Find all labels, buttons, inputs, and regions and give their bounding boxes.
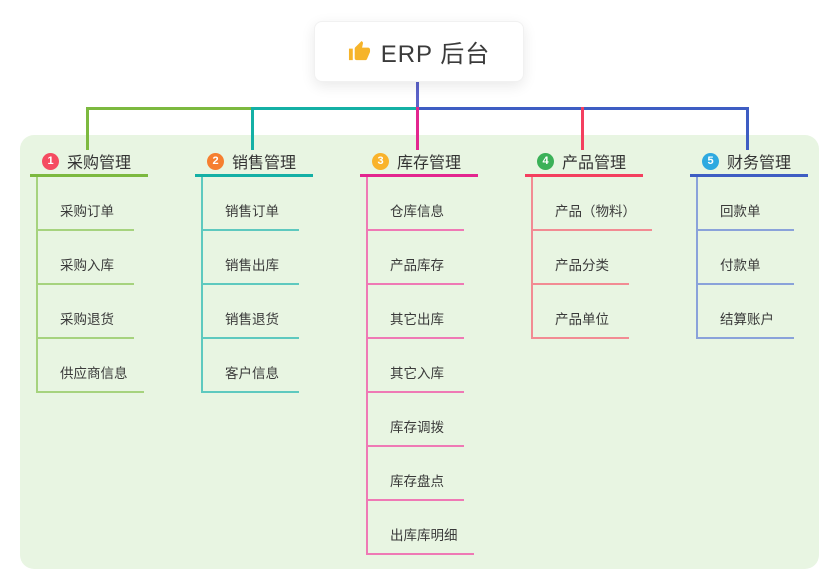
- branch-header: 2 销售管理: [195, 148, 313, 177]
- branch-item: 结算账户: [698, 285, 794, 339]
- branch-item-label: 其它出库: [390, 312, 444, 327]
- branch-item: 产品库存: [368, 231, 464, 285]
- branch-item: 采购退货: [38, 285, 134, 339]
- branch-item: 客户信息: [203, 339, 299, 393]
- branch-label: 产品管理: [562, 155, 627, 172]
- branch-item-label: 结算账户: [720, 312, 774, 327]
- branch-number-badge: 1: [42, 152, 59, 170]
- branch-label: 销售管理: [232, 155, 297, 172]
- root-node: ERP 后台: [314, 21, 524, 82]
- branch-items: 仓库信息产品库存其它出库其它入库库存调拨库存盘点出库库明细: [366, 177, 474, 555]
- mindmap-panel: [20, 135, 819, 569]
- branch-item: 回款单: [698, 177, 794, 231]
- branch-item: 采购订单: [38, 177, 134, 231]
- branch-item: 销售订单: [203, 177, 299, 231]
- branch-item-label: 其它入库: [390, 366, 444, 381]
- branch-item: 供应商信息: [38, 339, 144, 393]
- branch-item: 库存调拨: [368, 393, 464, 447]
- branch-item-label: 产品库存: [390, 258, 444, 273]
- branch-number-badge: 4: [537, 152, 554, 170]
- branch-item-label: 仓库信息: [390, 204, 444, 219]
- branch-header: 4 产品管理: [525, 148, 643, 177]
- branch-header: 3 库存管理: [360, 148, 478, 177]
- branch-item-label: 销售订单: [225, 204, 279, 219]
- branch-item-label: 销售退货: [225, 312, 279, 327]
- bus-segment-teal: [250, 107, 417, 110]
- branch-items: 产品（物料） 产品分类产品单位: [531, 177, 652, 339]
- branch-label: 库存管理: [397, 155, 462, 172]
- branch-item: 产品单位: [533, 285, 629, 339]
- branch-item-label: 产品分类: [555, 258, 609, 273]
- branch-number-badge: 3: [372, 152, 389, 170]
- branch-item: 采购入库: [38, 231, 134, 285]
- branch-items: 采购订单采购入库采购退货供应商信息: [36, 177, 144, 393]
- branch-5: 5 财务管理回款单付款单结算账户: [690, 148, 808, 339]
- branch-number-badge: 2: [207, 152, 224, 170]
- branch-drop-line: [250, 107, 254, 150]
- branch-number-badge: 5: [702, 152, 719, 170]
- branch-item-label: 供应商信息: [60, 366, 128, 381]
- branch-item-label: 销售出库: [225, 258, 279, 273]
- branch-item-label: 回款单: [720, 204, 761, 219]
- branch-item: 出库库明细: [368, 501, 474, 555]
- branch-2: 2 销售管理销售订单销售出库销售退货客户信息: [195, 148, 313, 393]
- root-label: ERP 后台: [380, 41, 491, 68]
- branch-item-label: 库存盘点: [390, 474, 444, 489]
- branch-item-label: 付款单: [720, 258, 761, 273]
- branch-1: 1 采购管理采购订单采购入库采购退货供应商信息: [30, 148, 148, 393]
- branch-header: 1 采购管理: [30, 148, 148, 177]
- branch-item-label: 采购订单: [60, 204, 114, 219]
- branch-item: 销售退货: [203, 285, 299, 339]
- branch-label: 财务管理: [727, 155, 792, 172]
- root-connector-line: [416, 82, 419, 110]
- branch-item: 付款单: [698, 231, 794, 285]
- branch-item: 其它入库: [368, 339, 464, 393]
- branch-drop-line: [745, 107, 749, 150]
- thumbs-up-icon: [348, 40, 370, 61]
- branch-3: 3 库存管理仓库信息产品库存其它出库其它入库库存调拨库存盘点出库库明细: [360, 148, 478, 555]
- branch-item-label: 产品（物料）: [555, 204, 636, 219]
- branch-item: 其它出库: [368, 285, 464, 339]
- branch-item: 产品分类: [533, 231, 629, 285]
- branch-item-label: 采购入库: [60, 258, 114, 273]
- branch-item-label: 库存调拨: [390, 420, 444, 435]
- branch-items: 销售订单销售出库销售退货客户信息: [201, 177, 299, 393]
- branch-drop-line: [85, 107, 89, 150]
- branch-item-label: 客户信息: [225, 366, 279, 381]
- branch-item: 库存盘点: [368, 447, 464, 501]
- branch-item: 产品（物料）: [533, 177, 652, 231]
- branch-item-label: 出库库明细: [390, 528, 458, 543]
- branch-item-label: 采购退货: [60, 312, 114, 327]
- branch-item: 仓库信息: [368, 177, 464, 231]
- branch-item: 销售出库: [203, 231, 299, 285]
- branch-items: 回款单付款单结算账户: [696, 177, 794, 339]
- branch-4: 4 产品管理产品（物料） 产品分类产品单位: [525, 148, 652, 339]
- bus-segment-green: [85, 107, 252, 110]
- branch-label: 采购管理: [67, 155, 132, 172]
- branch-header: 5 财务管理: [690, 148, 808, 177]
- branch-drop-line: [415, 107, 419, 150]
- branch-item-label: 产品单位: [555, 312, 609, 327]
- branch-drop-line: [580, 107, 584, 150]
